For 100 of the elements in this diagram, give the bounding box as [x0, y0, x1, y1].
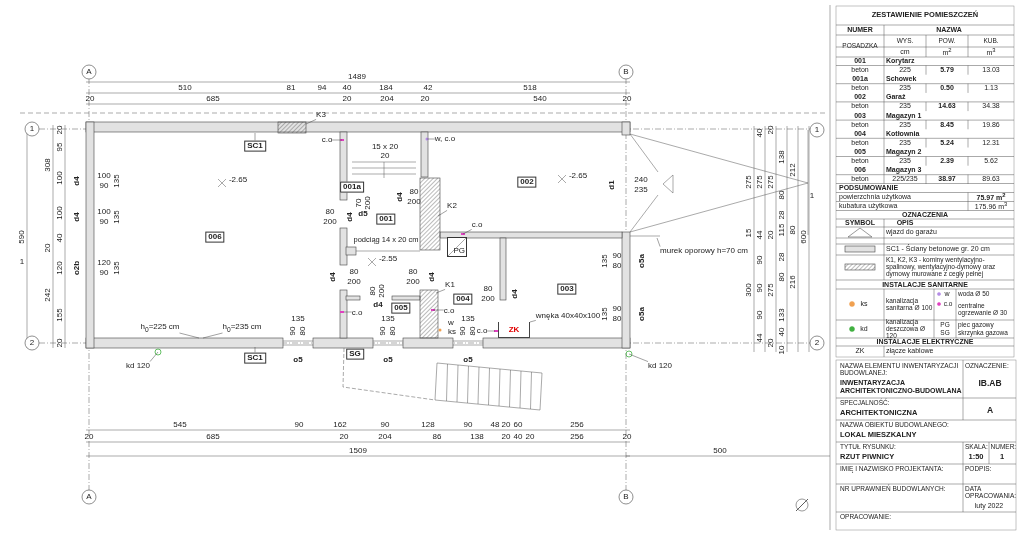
dimension-value: 500: [713, 446, 727, 456]
dimension-value: 685: [206, 94, 220, 104]
axis-label: B: [623, 492, 629, 502]
dimension-value: 216: [788, 275, 798, 289]
field-value: A: [986, 406, 994, 416]
window-size: 90: [612, 251, 622, 261]
window-code: o5: [293, 355, 303, 365]
window-size: 90: [99, 217, 109, 227]
dimension-value: 100: [55, 171, 65, 185]
door-size: 200: [481, 294, 495, 304]
dimension-value: 518: [523, 83, 537, 93]
room-tag: 003: [557, 283, 577, 295]
door-code: d4: [510, 289, 520, 299]
dimension-value: 20: [55, 125, 65, 135]
dimension-value: 540: [533, 94, 547, 104]
dimension-value: 40: [755, 128, 765, 138]
dimension-value: 20: [622, 432, 632, 442]
dimension-value: 40: [513, 432, 523, 442]
dimension-value: 212: [788, 163, 798, 177]
door-size: 200: [363, 196, 373, 210]
niche-note: wnęka 40x40x100: [535, 311, 601, 321]
dimension-value: 20: [766, 125, 776, 135]
window-size: 100: [97, 171, 111, 181]
dimension-value: 44: [755, 333, 765, 343]
dimension-value: 20: [342, 94, 352, 104]
dimension-value: 20: [501, 432, 511, 442]
leader-line: [529, 320, 537, 323]
window-code: o2b: [72, 260, 82, 276]
dimension-value: 20: [339, 432, 349, 442]
axis-label: A: [86, 492, 92, 502]
window-size: 90: [378, 326, 388, 336]
axis-label: 1: [29, 124, 35, 134]
dimension-value: 590: [17, 230, 27, 244]
door-size: 80: [368, 286, 378, 296]
dimension-value: 90: [294, 420, 304, 430]
window-size: 135: [600, 307, 610, 321]
door-size: 200: [347, 277, 361, 287]
window-size: 135: [112, 210, 122, 224]
dimension-value: 80: [777, 190, 787, 200]
dimension-value: 40: [777, 327, 787, 337]
dimension-value: 44: [755, 230, 765, 240]
pipe-label: c.o: [476, 326, 488, 336]
axis-label: 2: [29, 338, 35, 348]
door-code: d4: [395, 192, 405, 202]
window-size: 100: [97, 207, 111, 217]
window-size: 80: [388, 326, 398, 336]
window-size: 135: [381, 314, 395, 324]
dimension-value: 80: [777, 272, 787, 282]
pipe-label: ks: [448, 327, 456, 337]
axis-label: A: [86, 67, 92, 77]
dimension-value: 100: [55, 206, 65, 220]
room-tag: 005: [391, 302, 411, 314]
dimension-value: 115: [777, 223, 787, 237]
window-code: o5a: [637, 307, 647, 321]
stair-note: 20: [380, 151, 390, 161]
level-mark: -2.55: [378, 254, 398, 264]
chimney-label: K3: [316, 110, 326, 120]
door-size: 80: [408, 267, 418, 277]
dimension-value: 80: [788, 225, 798, 235]
dimension-value: 60: [513, 420, 523, 430]
leader-line: [432, 309, 444, 311]
leader-line: [179, 332, 200, 339]
dimension-value: 242: [43, 288, 53, 302]
door-code: d4: [328, 272, 338, 282]
window-size: 80: [612, 261, 622, 271]
section-label: 1: [19, 257, 25, 267]
window-size: 90: [612, 304, 622, 314]
dimension-value: 204: [380, 94, 394, 104]
leader-line: [462, 229, 472, 235]
wall-type-tag: SC1: [244, 140, 266, 152]
height-note: h$_{0}$=235 cm: [222, 323, 262, 333]
axis-label: B: [623, 67, 629, 77]
window-size: 120: [97, 258, 111, 268]
dimension-value: 20: [43, 243, 53, 253]
dimension-value: 20: [84, 432, 94, 442]
window-code: o5: [383, 355, 393, 365]
axis-label: 1: [814, 125, 820, 135]
field-value: IB.AB: [978, 379, 1002, 389]
dimension-value: 40: [55, 233, 65, 243]
cable-connection-niche: ZK: [498, 322, 530, 338]
door-size: 80: [349, 267, 359, 277]
dimension-value: 90: [463, 420, 473, 430]
pipe-label: w: [448, 318, 454, 328]
dimension-value: 90: [755, 310, 765, 320]
retaining-wall-note: murek oporowy h=70 cm: [660, 246, 748, 256]
dimension-value: 133: [777, 308, 787, 322]
leader-line: [426, 138, 436, 140]
dimension-value: 20: [766, 230, 776, 240]
dimension-value: 42: [423, 83, 433, 93]
dimension-value: 138: [470, 432, 484, 442]
dimension-value: 685: [206, 432, 220, 442]
dimension-value: 256: [570, 432, 584, 442]
dimension-value: 20: [766, 338, 776, 348]
window-size: 90: [458, 326, 468, 336]
leader-line: [628, 353, 649, 362]
dimension-value: 20: [622, 94, 632, 104]
dimension-value: 1509: [349, 446, 367, 456]
dimension-value: 545: [173, 420, 187, 430]
door-size: 200: [377, 284, 387, 298]
dimension-value: 204: [378, 432, 392, 442]
